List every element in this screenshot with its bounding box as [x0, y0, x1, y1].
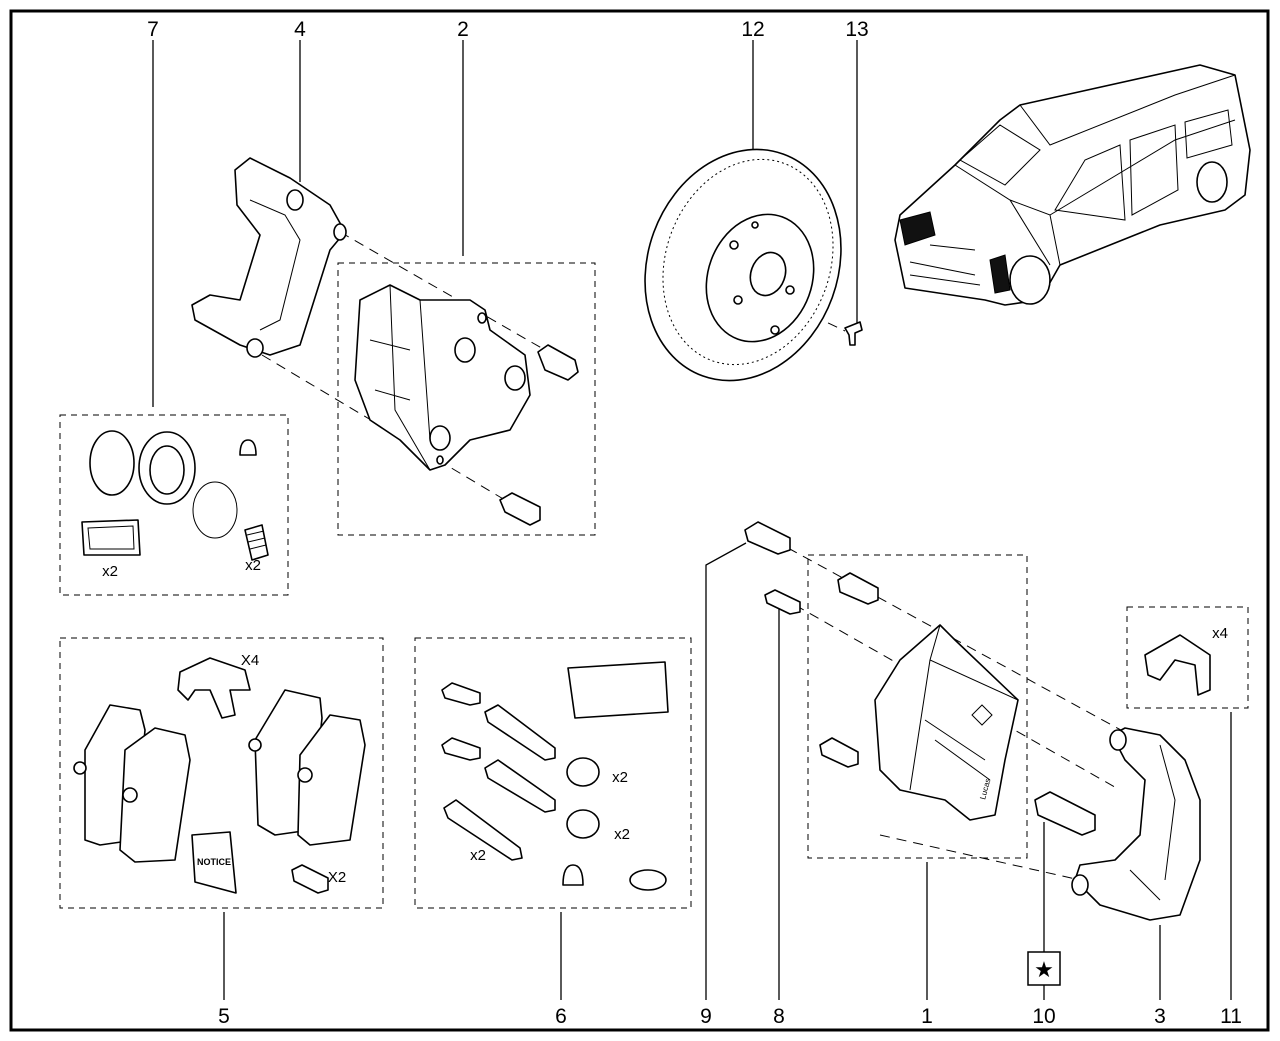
bolt-10: [1034, 791, 1096, 836]
kit-box-1: [807, 554, 1028, 859]
callout-4: 4: [294, 18, 306, 41]
callout-2: 2: [457, 18, 469, 41]
callout-9: 9: [700, 1005, 712, 1028]
qty-label: x4: [1212, 625, 1228, 642]
caliper-bracket-4: [191, 157, 347, 358]
qty-label: x2: [470, 847, 486, 864]
caliper-bracket-3: [1071, 727, 1201, 921]
qty-label: X2: [328, 869, 346, 886]
qty-label: x2: [612, 769, 628, 786]
callout-10: 10: [1032, 1005, 1055, 1028]
callout-numbers: 7 4 2 12 13 5 6 9 8 1 10 3 11: [147, 18, 1242, 1028]
qty-label: x2: [102, 563, 118, 580]
qty-label: x2: [614, 826, 630, 843]
qty-label: X4: [241, 652, 259, 669]
callout-11: 11: [1220, 1005, 1242, 1028]
kit-box-11: [1126, 606, 1249, 709]
vehicle-illustration: [894, 64, 1251, 306]
kit-box-7: [59, 414, 289, 596]
callout-12: 12: [741, 18, 764, 41]
callout-1: 1: [921, 1005, 933, 1028]
kit-box-6: [414, 637, 692, 909]
callout-5: 5: [218, 1005, 230, 1028]
caliper-1: Lucas: [819, 572, 1019, 821]
brake-pad-kit-5: X4 NOTICE X2: [73, 652, 366, 894]
clip-kit-11: x4: [1144, 625, 1228, 696]
notice-booklet-label: NOTICE: [197, 857, 231, 867]
seal-kit-7: x2 x2: [81, 430, 269, 580]
brake-disc-12: [644, 148, 863, 382]
bolt-8: [764, 589, 801, 615]
caliper-2: [354, 284, 579, 526]
callout-8: 8: [773, 1005, 785, 1028]
callout-13: 13: [845, 18, 868, 41]
leader-lines: [152, 40, 1232, 1000]
callout-3: 3: [1154, 1005, 1166, 1028]
callout-7: 7: [147, 18, 159, 41]
kit-box-5: [59, 637, 384, 909]
bolt-9: [744, 521, 791, 555]
callout-6: 6: [555, 1005, 567, 1028]
qty-label: x2: [245, 557, 261, 574]
star-icon: ★: [1034, 957, 1054, 982]
star-box: [1027, 951, 1061, 986]
guide-pin-kit-6: x2 x2 x2: [441, 661, 669, 891]
